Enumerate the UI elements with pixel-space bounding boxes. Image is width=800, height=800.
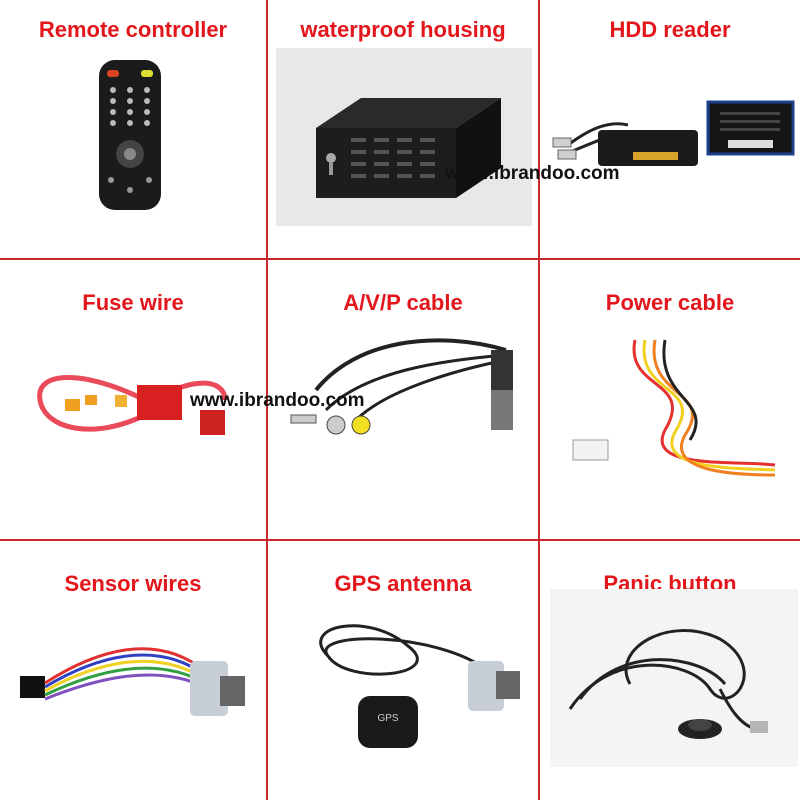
watermark-text: www.ibrandoo.com	[445, 163, 620, 184]
cell-sensor-wires: Sensor wires	[0, 541, 266, 800]
cell-power-cable: Power cable	[540, 260, 800, 539]
cell-title: Remote controller	[38, 17, 228, 42]
cell-title: A/V/P cable	[343, 290, 463, 315]
cell-gps-antenna: GPS antenna GPS	[268, 541, 538, 800]
sensor-wires-image	[20, 647, 245, 716]
cell-title: HDD reader	[609, 17, 731, 42]
watermark-text: www.ibrandoo.com	[190, 390, 365, 411]
cell-title: GPS antenna	[334, 571, 472, 596]
remote-controller-image	[99, 60, 161, 210]
grid-divider-vertical	[266, 0, 268, 800]
cell-title: Power cable	[605, 290, 735, 315]
avp-cable-image	[290, 338, 513, 435]
cell-panic-button: Panic button	[540, 541, 800, 800]
fuse-wire-image	[37, 375, 228, 435]
cell-fuse-wire: Fuse wire	[0, 260, 266, 539]
grid-divider-horizontal	[0, 258, 800, 260]
cell-waterproof-housing: waterproof housing	[268, 0, 538, 258]
cell-hdd-reader: HDD reader	[540, 0, 800, 258]
cell-title: Sensor wires	[64, 571, 202, 596]
cell-title: Fuse wire	[82, 290, 184, 315]
hdd-reader-image	[552, 100, 795, 166]
power-cable-image	[572, 339, 776, 477]
grid-divider-horizontal	[0, 539, 800, 541]
gps-antenna-logo: GPS	[377, 713, 398, 724]
cell-avp-cable: A/V/P cable	[268, 260, 538, 539]
cell-title: waterproof housing	[300, 17, 506, 42]
waterproof-housing-image	[276, 48, 532, 226]
panic-button-image	[550, 589, 798, 767]
gps-antenna-image: GPS	[319, 624, 520, 748]
cell-remote-controller: Remote controller	[0, 0, 266, 258]
grid-divider-vertical	[538, 0, 540, 800]
